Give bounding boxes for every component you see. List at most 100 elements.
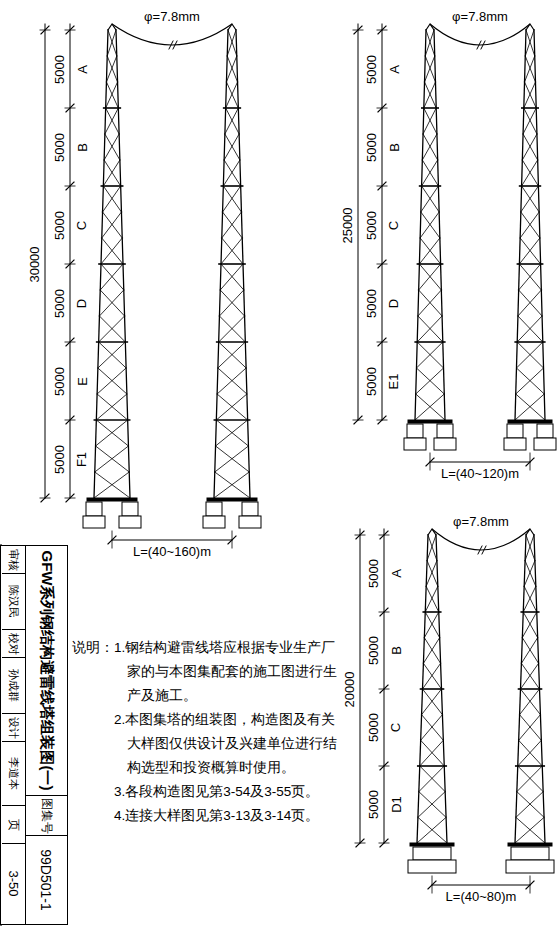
tower-brace	[106, 108, 119, 134]
dimension-tick	[356, 531, 364, 539]
tower-brace	[220, 290, 244, 316]
tower-brace	[227, 30, 236, 56]
tower-brace	[223, 186, 241, 212]
segment-length: 5000	[52, 445, 65, 474]
segment-flange	[423, 611, 441, 613]
wire-size: φ=7.8mm	[453, 515, 509, 528]
title-block: GFW系列钢结构避雷线塔组装图(一) 图集号 99D501-1 审核 陈汉民 校…	[0, 545, 68, 925]
tower-brace	[425, 56, 435, 82]
tower-brace	[524, 82, 536, 108]
segment-code: A	[75, 65, 88, 74]
dimension-extension	[377, 264, 387, 265]
segment-flange	[217, 341, 248, 343]
tower-brace	[519, 740, 543, 766]
tower-brace	[98, 368, 127, 394]
segment-flange	[520, 185, 541, 187]
tower-brace	[94, 472, 129, 498]
foundation-pier	[407, 424, 423, 438]
foundation-footing	[239, 516, 261, 528]
tower-brace	[424, 82, 436, 108]
dimension-extension	[353, 30, 363, 31]
tower-brace	[101, 264, 124, 290]
dimension-tick	[378, 260, 386, 268]
tower-brace	[520, 715, 542, 741]
dimension-extension	[65, 342, 75, 343]
dimension-extension	[65, 498, 75, 499]
tower-brace	[516, 368, 544, 394]
wire-size: φ=7.8mm	[144, 10, 200, 23]
foundation-footing	[434, 438, 456, 450]
dimension-tick	[228, 536, 236, 544]
tower-brace	[220, 264, 243, 290]
tower-brace	[421, 740, 445, 766]
tower-brace	[106, 82, 118, 108]
segment-length: 5000	[366, 790, 379, 819]
tower-brace	[96, 420, 128, 446]
dimension-extension	[377, 108, 387, 109]
tower-brace	[98, 342, 125, 368]
span-dimension: L=(40~80)m	[446, 890, 517, 903]
dimension-tick	[66, 26, 74, 34]
field-label: 审核	[6, 549, 21, 571]
dimension-tick	[378, 104, 386, 112]
segment-flange	[422, 107, 438, 109]
tower-brace	[422, 134, 437, 160]
tower-brace	[422, 160, 438, 186]
segment-code: B	[389, 646, 402, 655]
sign-row: 审核 陈汉民 校对 孙成群 设计 李道本 页 3-50	[2, 546, 25, 924]
dimension-line	[360, 529, 361, 843]
tower-brace	[419, 264, 441, 290]
tower-brace	[95, 446, 129, 472]
tower-brace	[105, 134, 120, 160]
tower-brace	[521, 689, 541, 715]
atlas-number: 99D501-1	[39, 849, 55, 911]
dimension-line	[430, 462, 530, 463]
tower-leg	[534, 30, 545, 420]
segment-length: 5000	[366, 636, 379, 665]
tower-brace	[105, 108, 118, 134]
tower-brace	[523, 612, 537, 638]
tower-brace	[96, 394, 127, 420]
tower-brace	[217, 394, 248, 420]
tower-brace	[424, 612, 438, 638]
tower-brace	[526, 535, 535, 561]
foundation-footing	[534, 438, 556, 450]
tower-brace	[99, 316, 125, 342]
tower-brace	[421, 715, 443, 741]
tower-brace	[218, 368, 247, 394]
tower-brace	[100, 290, 124, 316]
base-plate	[408, 420, 452, 423]
dimension-extension	[379, 766, 389, 767]
dimension-tick	[108, 536, 116, 544]
dimension-line	[384, 529, 385, 843]
segment-flange	[97, 341, 128, 343]
tower-brace	[418, 817, 447, 843]
segment-flange	[418, 765, 447, 767]
tower-brace	[427, 561, 438, 587]
tower-brace	[421, 186, 439, 212]
tower-brace	[425, 586, 438, 612]
tower-brace	[418, 316, 443, 342]
tower-brace	[106, 56, 116, 82]
base-plate	[207, 498, 257, 501]
drawing-title: GFW系列钢结构避雷线塔组装图(一)	[37, 551, 56, 791]
segment-code: D	[387, 298, 400, 307]
tower-brace	[518, 290, 541, 316]
tower-leg	[415, 30, 426, 420]
sign-cell: 页	[2, 806, 25, 844]
signature: 孙成群	[6, 669, 21, 702]
segment-flange	[521, 611, 539, 613]
tower-brace	[225, 108, 238, 134]
tower-brace	[424, 108, 437, 134]
tower-brace	[525, 56, 535, 82]
tower-brace	[107, 56, 117, 82]
tower-brace	[106, 82, 118, 108]
title-row: GFW系列钢结构避雷线塔组装图(一) 图集号 99D501-1	[25, 546, 67, 924]
segment-length: 5000	[364, 289, 377, 318]
sign-cell: 3-50	[2, 844, 25, 923]
dimension-extension	[65, 30, 75, 31]
tower-brace	[219, 290, 243, 316]
tower-brace	[416, 368, 444, 394]
tower-brace	[104, 160, 121, 186]
dimension-tick	[380, 839, 388, 847]
